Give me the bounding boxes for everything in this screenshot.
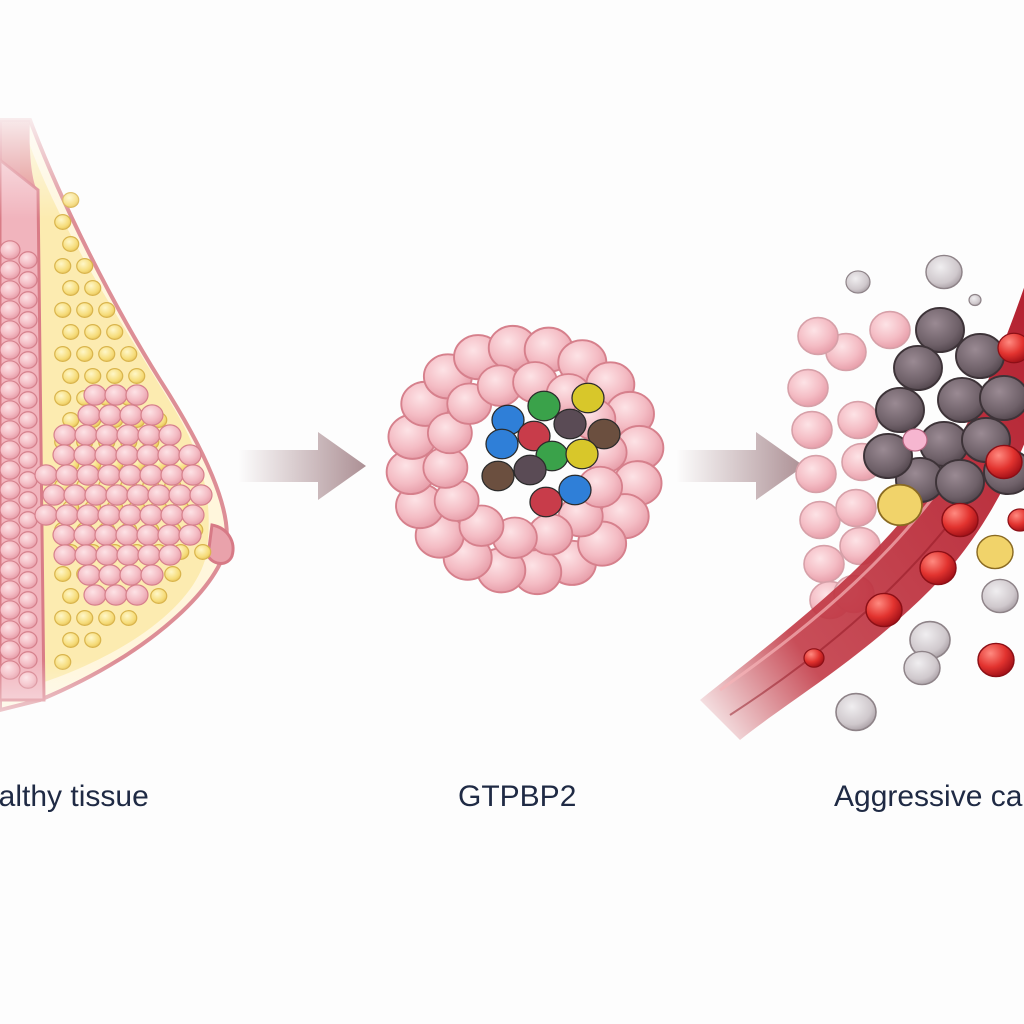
marker-cell [527, 390, 561, 422]
dark-cell [915, 306, 965, 354]
arrow-right-icon [676, 432, 804, 500]
marker-cell [553, 408, 587, 440]
tumor-edge-cell [803, 544, 845, 584]
marker-cell [485, 428, 519, 460]
tumor-edge-cell [869, 310, 911, 350]
marker-cell [529, 486, 563, 518]
tumor-edge-cell [799, 500, 841, 540]
tumor-edge-cell [791, 410, 833, 450]
yellow-cell [877, 483, 923, 527]
dark-cell [893, 344, 943, 392]
blood-cell [977, 642, 1015, 678]
loose-cell [835, 692, 877, 732]
loose-cell [968, 293, 982, 307]
marker-cells [481, 382, 621, 518]
tumor-edge-cell [835, 488, 877, 528]
blood-cell [997, 332, 1024, 364]
stage-label-gene: GTPBP2 [458, 780, 577, 813]
blood-cell [919, 550, 957, 586]
blood-cell [803, 648, 825, 668]
yellow-cell [976, 534, 1014, 570]
dark-cell [979, 374, 1024, 422]
marker-cell [517, 420, 551, 452]
breast-tissue-illustration [0, 100, 250, 760]
marker-cell [571, 382, 605, 414]
tumor-edge-cell [837, 400, 879, 440]
tumor-cells [863, 306, 1024, 570]
tumor-edge-cell [797, 316, 839, 356]
blood-cell [1007, 508, 1024, 532]
dark-cell [875, 386, 925, 434]
dark-cell [935, 458, 985, 506]
tumor-edge-cell [787, 368, 829, 408]
loose-cell [925, 254, 963, 290]
stage-label-aggressive: Aggressive ca [834, 780, 1023, 813]
dark-cell [863, 432, 913, 480]
dark-cell [937, 376, 987, 424]
loose-cell [903, 650, 941, 686]
loose-cell [981, 578, 1019, 614]
marker-cell [481, 460, 515, 492]
arrow-right-icon [238, 432, 366, 500]
grey-cells [787, 254, 1019, 732]
tumor-vessel-illustration [700, 254, 1024, 740]
blood-cells [803, 332, 1024, 678]
pink-cell [902, 428, 928, 452]
marker-cell [587, 418, 621, 450]
dark-cell [955, 332, 1005, 380]
tumor-edge-cell [795, 454, 837, 494]
marker-cell [565, 438, 599, 470]
blood-cell [985, 444, 1023, 480]
marker-cell [513, 454, 547, 486]
marker-cell [558, 474, 592, 506]
blood-cell [865, 592, 903, 628]
cell-cluster-illustration [385, 324, 665, 596]
blood-cell [941, 502, 979, 538]
stage-label-healthy: ealthy tissue [0, 780, 149, 813]
loose-cell [845, 270, 871, 294]
